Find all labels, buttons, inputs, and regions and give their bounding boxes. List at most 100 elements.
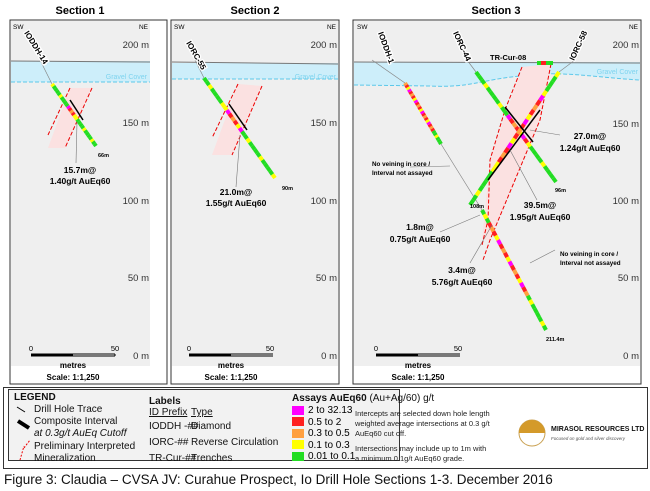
assay-interval	[51, 85, 57, 90]
scale-zero: 0	[29, 344, 33, 353]
section-title: Section 1	[56, 5, 105, 17]
assay-interval	[70, 111, 76, 117]
assay-interval	[522, 137, 530, 144]
assay-interval	[548, 172, 555, 180]
assay-interval	[56, 91, 62, 97]
assay-interval	[531, 149, 538, 156]
assay-interval	[434, 134, 439, 139]
assay-interval	[220, 101, 226, 108]
assay-interval	[540, 161, 547, 168]
assay-interval	[245, 137, 252, 144]
assay-interval	[482, 213, 489, 220]
legend-drill-trace: Drill Hole Trace	[34, 404, 103, 415]
assay-range: 0.1 to 0.3	[308, 439, 350, 451]
elev-150: 150 m	[613, 119, 639, 130]
elev-100: 100 m	[123, 196, 149, 207]
label-type: Diamond	[191, 421, 232, 432]
section-title: Section 3	[472, 5, 521, 17]
assay-interval	[431, 129, 437, 135]
leader-line	[469, 224, 493, 264]
drill-trace	[558, 59, 576, 73]
ground-surface	[10, 60, 151, 63]
assay-interval	[436, 138, 442, 143]
assay-interval	[497, 102, 504, 109]
elev-200: 200 m	[311, 40, 337, 51]
leader-line	[235, 134, 241, 188]
assay-interval	[477, 184, 485, 192]
assay-interval	[528, 108, 536, 116]
assay-interval	[503, 146, 510, 154]
assay-interval	[73, 116, 79, 121]
assay-interval	[55, 89, 60, 95]
assay-interval	[235, 123, 242, 130]
gravel-label: Gravel Cover	[295, 74, 337, 81]
intercept-length: 27.0m@	[574, 131, 606, 141]
trench-label: TR-Cur-08	[490, 53, 526, 62]
assay-interval	[260, 158, 267, 165]
intercept-note: Intercepts are selected down hole length…	[355, 409, 490, 439]
legend-composite-cutoff: at 0.3g/t AuEq Cutoff	[34, 428, 127, 439]
assay-interval	[551, 176, 558, 184]
elev-150: 150 m	[123, 118, 149, 129]
drill-trace-icon	[16, 406, 26, 413]
assay-interval	[202, 76, 209, 83]
assay-interval	[81, 127, 87, 132]
legend-title: LEGEND	[14, 392, 56, 403]
assay-interval	[88, 135, 93, 141]
assay-interval	[230, 116, 237, 123]
legend-panel	[3, 387, 648, 469]
assay-interval	[468, 199, 475, 207]
assay-interval	[471, 194, 479, 202]
assay-interval	[509, 137, 517, 145]
scale-unit: metres	[405, 361, 432, 370]
assay-interval	[487, 170, 494, 178]
assay-interval	[64, 102, 70, 108]
ground-surface	[353, 61, 641, 64]
assay-interval	[237, 126, 244, 133]
assay-interval	[531, 104, 539, 112]
elevation-labels: 200 m 150 m 100 m 50 m 0 m	[613, 40, 639, 362]
intercept-length: 21.0m@	[220, 187, 252, 197]
section-3: Section 3 Gravel Cover SW NE 200 m 150 m…	[352, 5, 642, 385]
mineralization-zone	[212, 84, 262, 155]
logo-tagline: Focused on gold and silver discovery	[551, 436, 626, 441]
assay-interval	[258, 155, 264, 162]
assay-interval	[542, 165, 550, 172]
intercept-length: 3.4m@	[448, 265, 476, 275]
composite-interval	[69, 99, 84, 121]
drill-hole-assays	[468, 70, 561, 207]
hole-depth: 96m	[555, 188, 566, 194]
note-line: weighted average intersections at 0.3 g/…	[355, 419, 490, 428]
assay-interval	[528, 145, 535, 152]
assay-interval	[541, 89, 548, 97]
assay-interval	[412, 97, 418, 102]
scale-bar: 0 50 metres Scale: 1:1,250	[187, 344, 274, 382]
hole-depth: 108m	[470, 204, 484, 210]
labels-col-prefix: ID Prefix	[149, 407, 188, 418]
scale-unit: metres	[218, 361, 245, 370]
assay-interval	[484, 175, 491, 183]
label-type: Reverse Circulation	[191, 437, 279, 448]
assay-interval	[72, 113, 78, 119]
labels-col-type: Type	[191, 407, 213, 418]
mineralization-boundary	[481, 66, 523, 246]
scale-fifty: 50	[111, 344, 119, 353]
assay-interval	[417, 105, 423, 111]
assay-interval	[539, 320, 546, 327]
legend-box	[8, 389, 400, 461]
intersection-note: Intersections may include up to 1m with …	[355, 444, 486, 464]
assay-legend-item: 0.3 to 0.5	[292, 428, 355, 440]
gravel-label: Gravel Cover	[597, 69, 639, 76]
scale-bar: 0 50 metres Scale: 1:1,250	[29, 344, 119, 382]
sw-label: SW	[357, 24, 368, 31]
assay-swatch	[292, 405, 304, 415]
assay-interval	[50, 82, 56, 88]
assay-interval	[522, 118, 529, 126]
intercept-length: 39.5m@	[524, 200, 556, 210]
assay-range: 2 to 32.13	[308, 405, 353, 416]
assay-interval	[253, 148, 259, 155]
intercept-grade: 1.40g/t AuEq60	[50, 176, 111, 186]
assay-interval	[506, 142, 513, 150]
legend-symbols	[16, 406, 31, 461]
assay-interval	[418, 108, 424, 113]
